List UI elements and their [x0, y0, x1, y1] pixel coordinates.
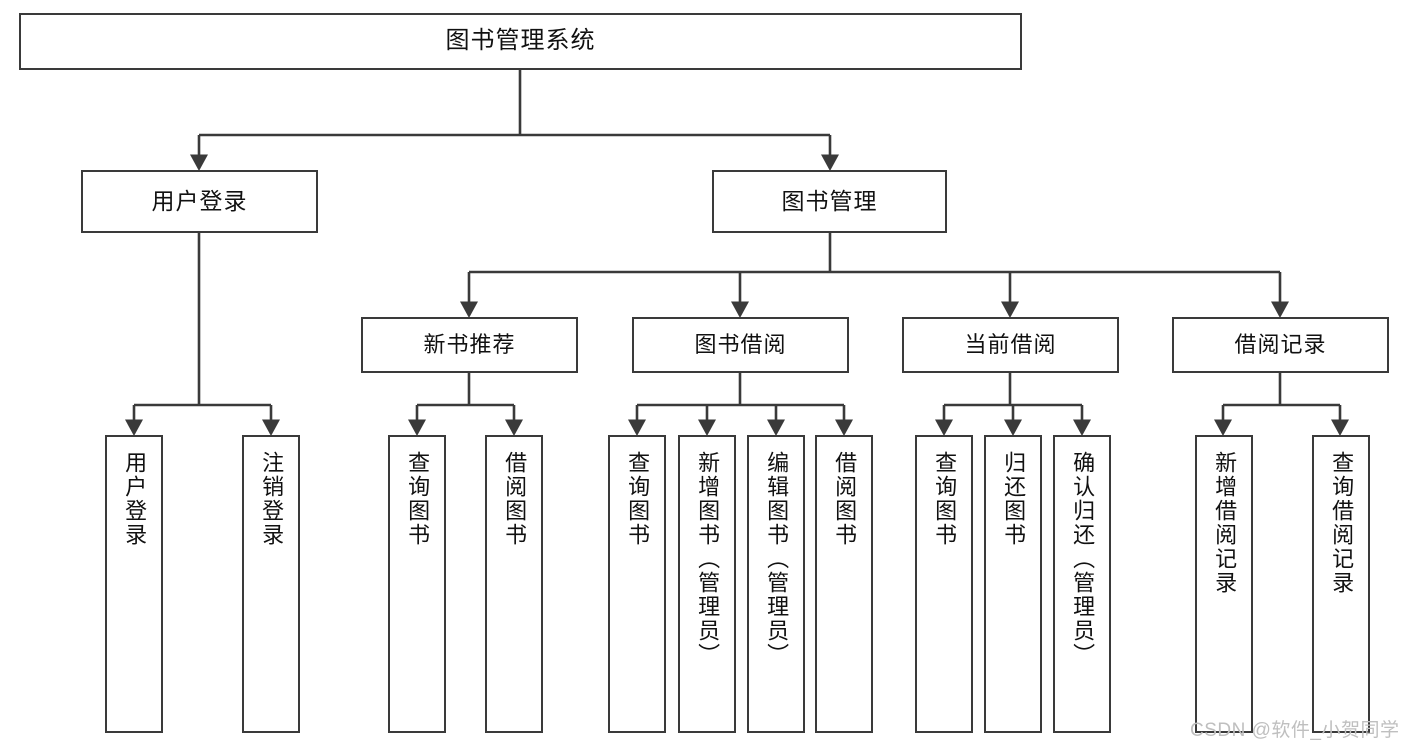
node-current-borrow-label: 当前借阅: [964, 332, 1057, 358]
node-new-book-recommend[interactable]: 新书推荐: [361, 317, 578, 373]
node-borrow-record-label: 借阅记录: [1234, 332, 1327, 358]
leaf-current-borrow-query-label: 查询图书: [932, 451, 958, 547]
leaf-current-borrow-confirm-return-label: 确认归还（管理员）: [1070, 451, 1096, 667]
leaf-current-borrow-return-label: 归还图书: [1001, 451, 1027, 547]
leaf-new-book-query-label: 查询图书: [405, 451, 431, 547]
leaf-book-borrow-query-label: 查询图书: [625, 451, 651, 547]
leaf-user-login-logout-label: 注销登录: [259, 451, 285, 547]
node-borrow-record[interactable]: 借阅记录: [1172, 317, 1389, 373]
node-book-borrow-label: 图书借阅: [694, 332, 787, 358]
node-root-label: 图书管理系统: [445, 27, 596, 55]
leaf-book-borrow-query[interactable]: 查询图书: [608, 435, 666, 733]
leaf-book-borrow-add[interactable]: 新增图书（管理员）: [678, 435, 736, 733]
csdn-watermark: CSDN @软件_小贺同学: [1190, 720, 1400, 741]
node-book-manage[interactable]: 图书管理: [712, 170, 947, 233]
leaf-book-borrow-add-label: 新增图书（管理员）: [695, 451, 721, 667]
leaf-user-login-logout[interactable]: 注销登录: [242, 435, 300, 733]
leaf-new-book-borrow[interactable]: 借阅图书: [485, 435, 543, 733]
node-book-borrow[interactable]: 图书借阅: [632, 317, 849, 373]
leaf-borrow-record-query[interactable]: 查询借阅记录: [1312, 435, 1370, 733]
leaf-book-borrow-borrow-label: 借阅图书: [832, 451, 858, 547]
leaf-current-borrow-query[interactable]: 查询图书: [915, 435, 973, 733]
leaf-current-borrow-return[interactable]: 归还图书: [984, 435, 1042, 733]
node-user-login[interactable]: 用户登录: [81, 170, 318, 233]
leaf-borrow-record-add-label: 新增借阅记录: [1212, 451, 1238, 595]
leaf-book-borrow-edit[interactable]: 编辑图书（管理员）: [747, 435, 805, 733]
node-new-book-recommend-label: 新书推荐: [423, 332, 516, 358]
leaf-book-borrow-edit-label: 编辑图书（管理员）: [764, 451, 790, 667]
leaf-user-login-login[interactable]: 用户登录: [105, 435, 163, 733]
node-book-manage-label: 图书管理: [781, 187, 878, 214]
node-user-login-label: 用户登录: [151, 187, 248, 214]
leaf-new-book-borrow-label: 借阅图书: [502, 451, 528, 547]
leaf-borrow-record-query-label: 查询借阅记录: [1329, 451, 1355, 595]
leaf-book-borrow-borrow[interactable]: 借阅图书: [815, 435, 873, 733]
leaf-user-login-login-label: 用户登录: [122, 451, 148, 547]
leaf-new-book-query[interactable]: 查询图书: [388, 435, 446, 733]
leaf-current-borrow-confirm-return[interactable]: 确认归还（管理员）: [1053, 435, 1111, 733]
node-current-borrow[interactable]: 当前借阅: [902, 317, 1119, 373]
leaf-borrow-record-add[interactable]: 新增借阅记录: [1195, 435, 1253, 733]
node-root[interactable]: 图书管理系统: [19, 13, 1022, 70]
